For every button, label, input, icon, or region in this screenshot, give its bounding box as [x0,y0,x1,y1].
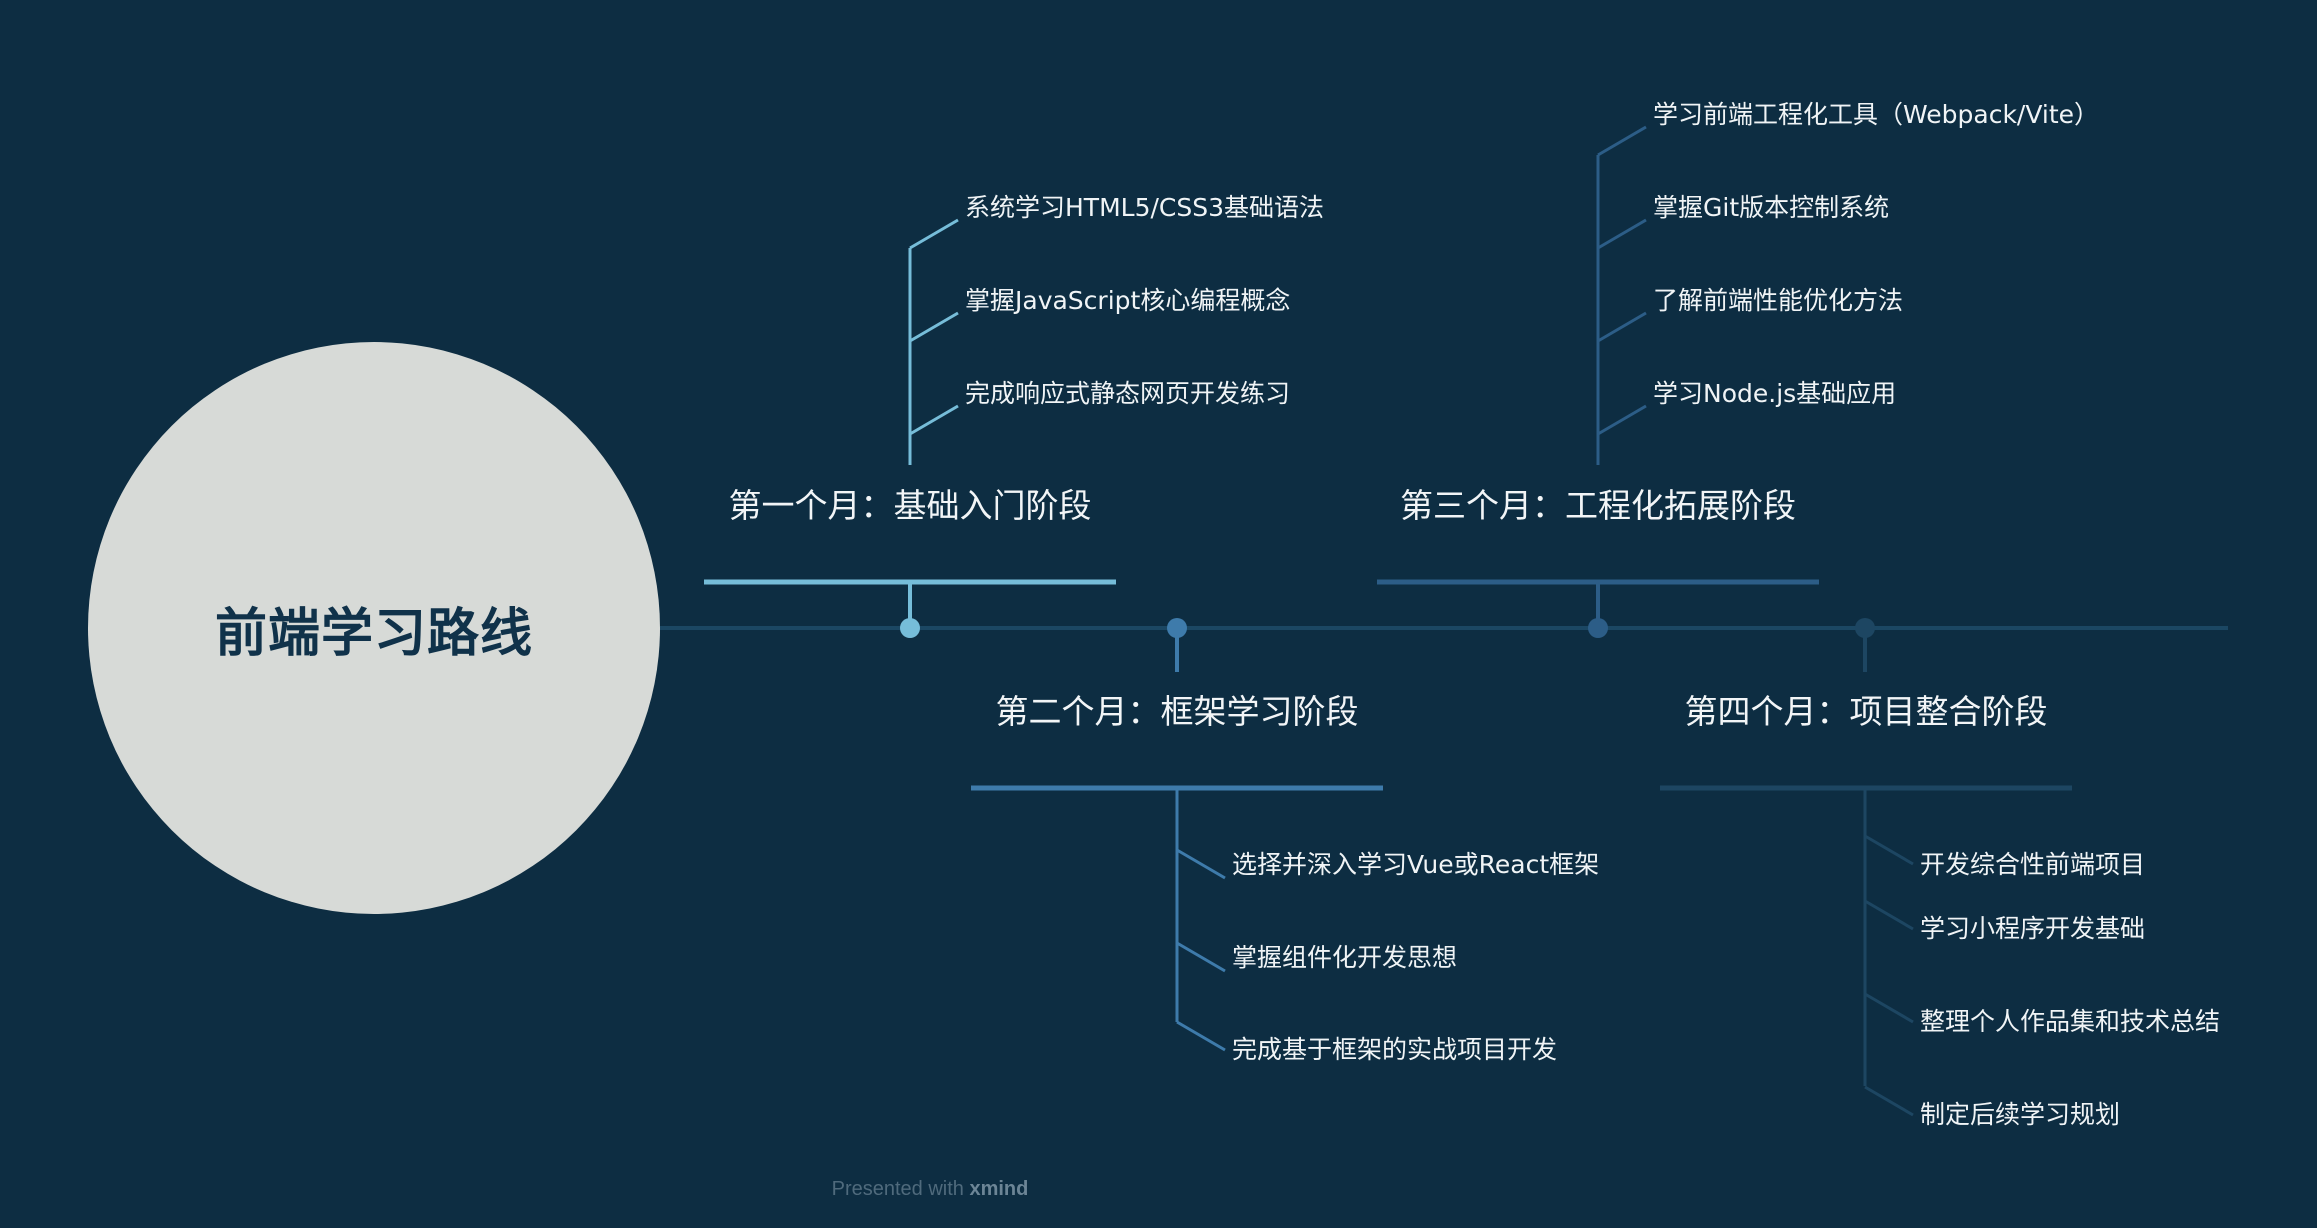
phase-3-title[interactable]: 第三个月：工程化拓展阶段 [1400,486,1796,525]
footer-attribution: Presented with xmind [0,1178,1860,1201]
phase-4-title[interactable]: 第四个月：项目整合阶段 [1684,692,2048,731]
phase-2-node-dot [1167,618,1187,638]
phase-3-branch-3 [1597,311,1647,343]
phase-1-node-dot [900,618,920,638]
phase-3-branch-2 [1597,218,1647,250]
phase-2-branch-3 [1176,1020,1226,1052]
phase-1-connectors [704,218,1116,638]
phase-4-branch-4 [1864,1085,1914,1117]
phase-4-connectors [1660,618,2072,1117]
central-topic-title: 前端学习路线 [214,603,533,664]
phase-2-branch-2 [1176,941,1226,973]
phase-3-node-dot [1588,618,1608,638]
footer-brand[interactable]: xmind [969,1178,1029,1200]
footer-prefix: Presented with [831,1178,970,1200]
phase-1-item-2[interactable]: 掌握JavaScript核心编程概念 [965,286,1291,315]
phase-4-node-dot [1855,618,1875,638]
phase-4-branch-3 [1864,992,1914,1024]
phase-3-connectors [1377,125,1819,638]
phase-2-item-3[interactable]: 完成基于框架的实战项目开发 [1232,1035,1558,1064]
phase-3-item-2[interactable]: 掌握Git版本控制系统 [1653,193,1890,222]
central-topic[interactable]: 前端学习路线 [88,342,660,914]
phase-2-branch-1 [1176,848,1226,880]
phase-2-title[interactable]: 第二个月：框架学习阶段 [995,692,1359,731]
phase-1-branch-3 [909,404,959,436]
phase-3-item-1[interactable]: 学习前端工程化工具（Webpack/Vite） [1653,100,2100,129]
phase-1-branch-2 [909,311,959,343]
phase-1-item-1[interactable]: 系统学习HTML5/CSS3基础语法 [965,193,1324,222]
phase-2-connectors [971,618,1383,1052]
phase-4-item-1[interactable]: 开发综合性前端项目 [1920,850,2146,879]
phase-4-item-2[interactable]: 学习小程序开发基础 [1920,914,2146,943]
phase-1-branch-1 [909,218,959,250]
phase-3-branch-1 [1597,125,1647,157]
phase-4-item-3[interactable]: 整理个人作品集和技术总结 [1920,1007,2221,1036]
phase-2-item-1[interactable]: 选择并深入学习Vue或React框架 [1232,850,1600,879]
phase-1-item-3[interactable]: 完成响应式静态网页开发练习 [965,379,1291,408]
phase-1-title[interactable]: 第一个月：基础入门阶段 [728,486,1092,525]
phase-2-item-2[interactable]: 掌握组件化开发思想 [1232,943,1458,972]
phase-3-item-4[interactable]: 学习Node.js基础应用 [1653,379,1897,408]
phase-4-branch-1 [1864,834,1914,866]
phase-4-branch-2 [1864,899,1914,931]
phase-4-item-4[interactable]: 制定后续学习规划 [1920,1100,2121,1129]
phase-3-branch-4 [1597,404,1647,436]
phase-3-item-3[interactable]: 了解前端性能优化方法 [1653,286,1904,315]
